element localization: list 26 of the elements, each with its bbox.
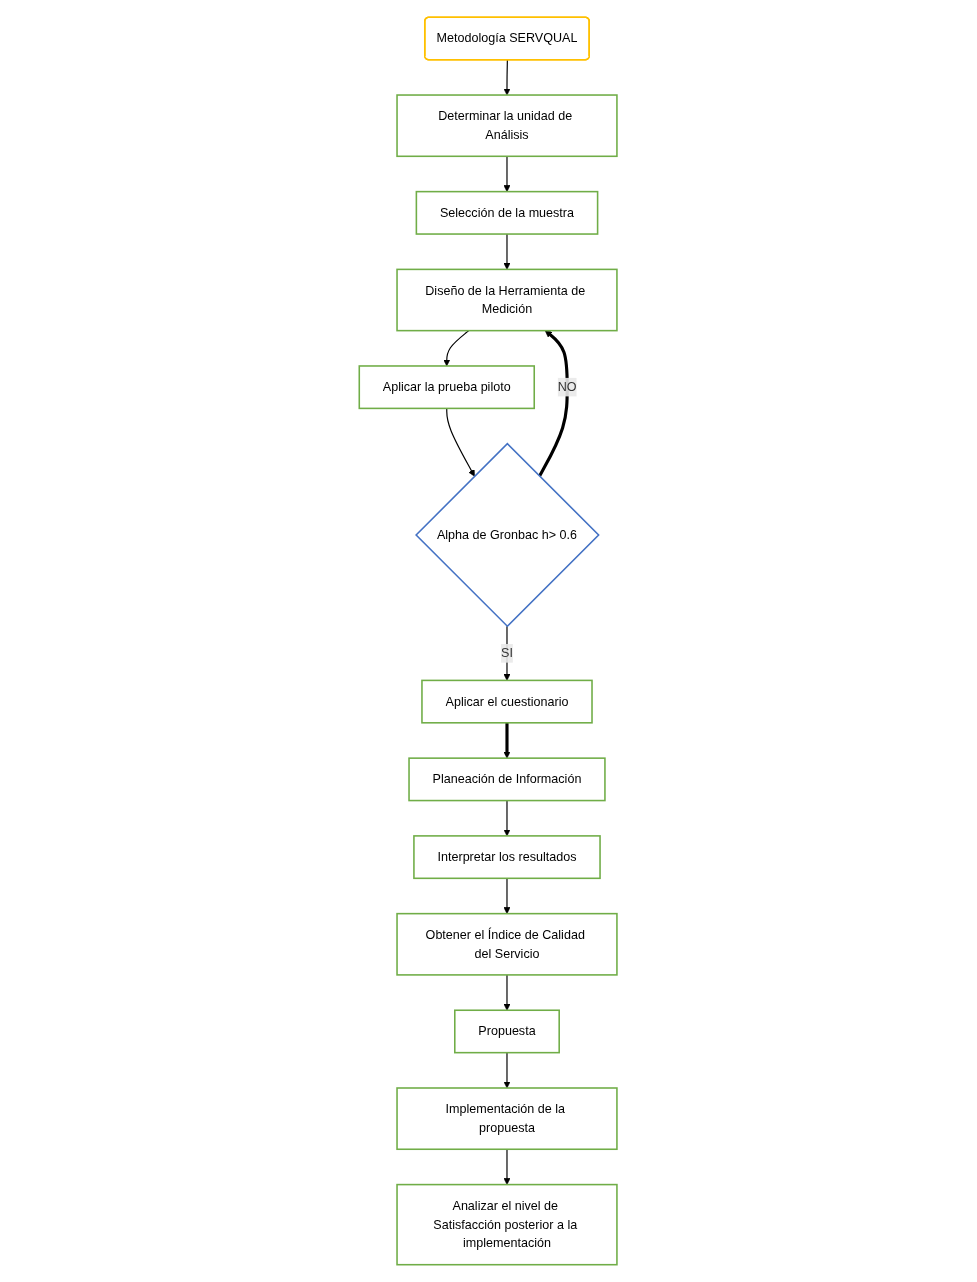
arrow xyxy=(503,799,511,837)
arrow xyxy=(503,722,511,759)
arrow xyxy=(503,155,511,192)
node-box: Diseño de la Herramienta de Medición xyxy=(396,268,619,332)
node-box: Obtener el Índice de Calidad del Servicio xyxy=(396,912,619,976)
arrow xyxy=(503,233,511,270)
node-box: Selección de la muestra xyxy=(415,190,599,235)
node-box: Propuesta xyxy=(454,1009,561,1054)
arrow xyxy=(503,59,511,96)
node-box: Planeación de Información xyxy=(408,757,607,802)
arrow xyxy=(503,877,511,914)
node-box: Aplicar el cuestionario xyxy=(421,679,594,724)
arrow xyxy=(538,330,570,477)
arrow xyxy=(446,407,476,477)
node-box: Interpretar los resultados xyxy=(413,835,602,880)
node-box: Analizar el nivel de Satisfacción posterior a la implementación xyxy=(396,1183,619,1266)
arrow xyxy=(443,330,470,367)
node-box: Implementación de la propuesta xyxy=(396,1087,619,1151)
arrow xyxy=(503,974,511,1011)
arrow xyxy=(503,1052,511,1089)
node-diamond: Alpha de Gronbac h> 0.6 xyxy=(415,442,601,628)
node-box: Determinar la unidad de Análisis xyxy=(396,94,619,158)
arrow xyxy=(503,1148,511,1185)
edge-label: NO xyxy=(558,380,578,394)
edge-label: SI xyxy=(501,646,514,660)
node-box: Aplicar la prueba piloto xyxy=(358,365,536,410)
